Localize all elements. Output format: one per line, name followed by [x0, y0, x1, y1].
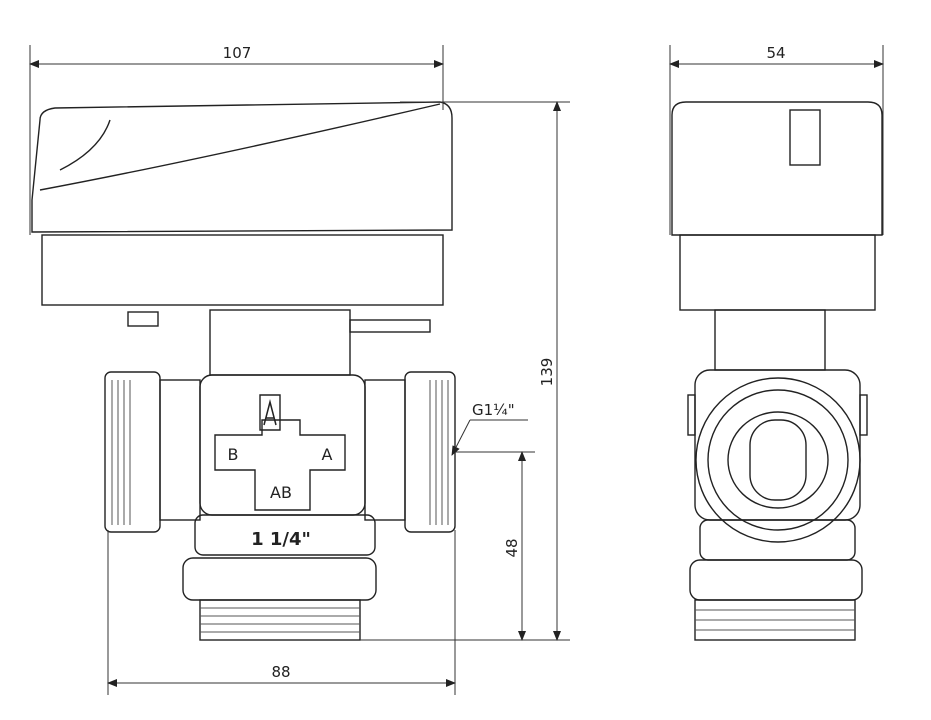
dimension-48: 48: [455, 451, 535, 641]
actuator-housing-side: [679, 234, 876, 311]
port-a-label: A: [322, 445, 333, 464]
dimension-107: 107: [29, 44, 444, 235]
actuator-housing: [41, 234, 444, 306]
svg-text:107: 107: [223, 44, 252, 62]
bottom-thread: [199, 599, 361, 641]
port-opening: [727, 411, 829, 509]
svg-text:54: 54: [766, 44, 785, 62]
svg-text:G1¼": G1¼": [472, 401, 515, 419]
dimension-88: 88: [107, 530, 456, 695]
thread-callout: G1¼": [451, 401, 528, 456]
brand-logo-icon: [263, 399, 277, 426]
svg-text:88: 88: [271, 663, 290, 681]
front-view: B A AB 1 1/4": [31, 101, 456, 641]
actuator-cover-side: [671, 101, 883, 236]
valve-body-side: [694, 369, 861, 521]
port-marking-plate: [214, 419, 346, 511]
size-label: 1 1/4": [251, 529, 311, 550]
svg-text:139: 139: [538, 358, 556, 387]
actuator-cover: [31, 101, 453, 233]
bracket: [209, 309, 351, 376]
union-nut: [182, 557, 377, 601]
port-ab-label: AB: [270, 483, 292, 502]
left-thread: [104, 371, 161, 533]
dimension-139: 139: [360, 101, 570, 641]
svg-text:48: 48: [503, 538, 521, 557]
dimension-54: 54: [669, 44, 884, 235]
side-view: [671, 101, 883, 641]
port-b-label: B: [228, 445, 239, 464]
